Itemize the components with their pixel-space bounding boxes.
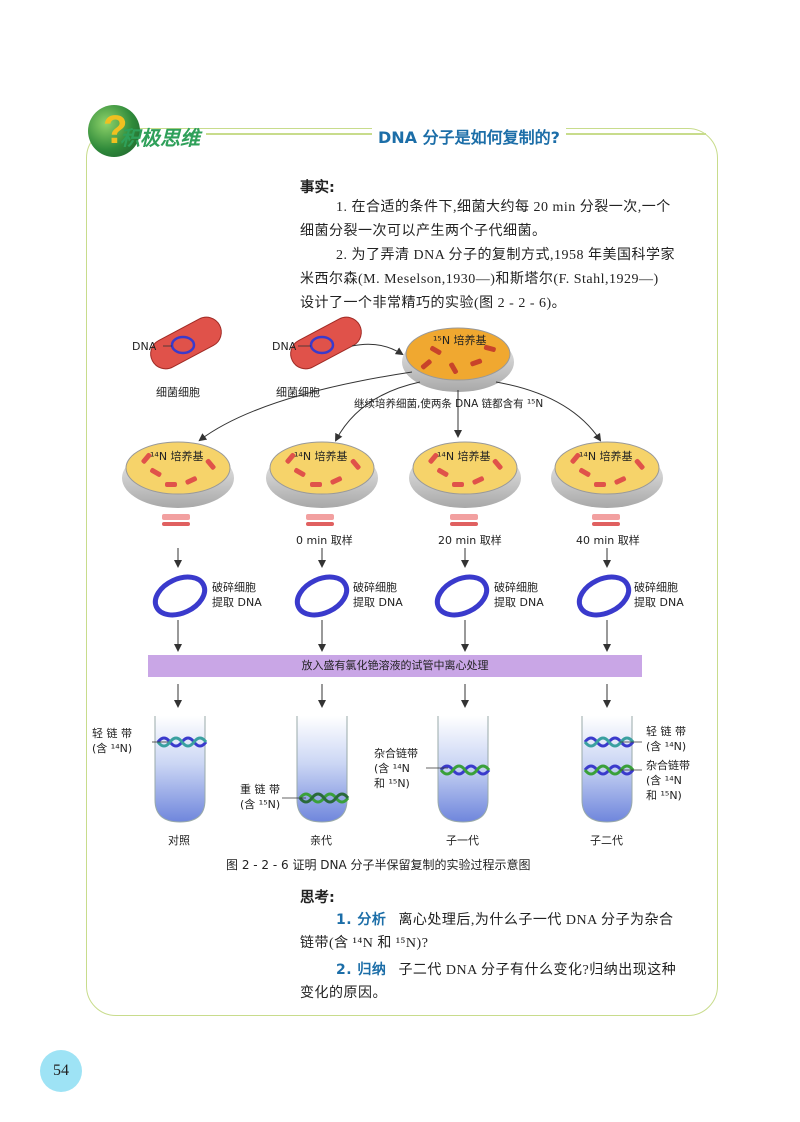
light-band-label-gen2: 轻 链 带(含 ¹⁴N) — [646, 725, 687, 753]
cell-label-1: 细菌细胞 — [156, 386, 200, 399]
fact-1-line-1: 1. 在合适的条件下,细菌大约每 20 min 分裂一次,一个 — [336, 200, 671, 215]
culture-dish-1 — [122, 441, 234, 508]
question-badge-icon — [88, 105, 140, 157]
test-tube-parent — [296, 716, 350, 823]
think-q2-tag: 2. 归纳 — [336, 962, 387, 978]
fact-1-line-2: 细菌分裂一次可以产生两个子代细菌。 — [300, 224, 547, 239]
dna-ring-2 — [294, 574, 350, 618]
think-q2: 2. 归纳 子二代 DNA 分子有什么变化?归纳出现这种 — [336, 962, 677, 978]
dish-label-1: ¹⁴N 培养基 — [150, 450, 204, 463]
extract-label-2: 破碎细胞提取 DNA — [353, 581, 403, 609]
dna-label-2: DNA — [272, 340, 297, 353]
facts-heading: 事实: — [300, 180, 335, 196]
culture-dish-4 — [551, 441, 663, 508]
fact-2-line-2: 米西尔森(M. Meselson,1930—)和斯塔尔(F. Stahl,192… — [300, 272, 659, 287]
question-mark-icon: ? — [103, 108, 128, 152]
think-heading: 思考: — [300, 890, 335, 906]
cell-label-2: 细菌细胞 — [276, 386, 320, 399]
light-band-label: 轻 链 带(含 ¹⁴N) — [92, 727, 133, 755]
tube-label-control: 对照 — [168, 834, 190, 847]
fact-2-line-1: 2. 为了弄清 DNA 分子的复制方式,1958 年美国科学家 — [336, 248, 676, 263]
sample-label-0: 0 min 取样 — [296, 534, 353, 547]
figure-caption: 图 2 - 2 - 6 证明 DNA 分子半保留复制的实验过程示意图 — [226, 858, 531, 872]
top-dish-label: ¹⁵N 培养基 — [433, 334, 487, 347]
test-tube-control — [154, 716, 208, 823]
extract-label-4: 破碎细胞提取 DNA — [634, 581, 684, 609]
think-q2-line-2: 变化的原因。 — [300, 986, 387, 1001]
think-q1-line-2: 链带(含 ¹⁴N 和 ¹⁵N)? — [300, 936, 429, 951]
tube-label-gen1: 子一代 — [446, 834, 479, 847]
dna-ring-4 — [576, 574, 632, 618]
sample-label-20: 20 min 取样 — [438, 534, 502, 547]
bacterium-cell-1 — [150, 316, 222, 370]
tube-label-gen2: 子二代 — [590, 834, 623, 847]
test-tube-gen2 — [581, 716, 635, 823]
extract-label-3: 破碎细胞提取 DNA — [494, 581, 544, 609]
culture-dish-3 — [409, 441, 521, 508]
dish-label-3: ¹⁴N 培养基 — [437, 450, 491, 463]
bacterium-cell-2 — [290, 316, 362, 370]
section-question: DNA 分子是如何复制的? — [372, 124, 566, 148]
centrifuge-band: 放入盛有氯化铯溶液的试管中离心处理 — [148, 655, 642, 677]
think-q1: 1. 分析 离心处理后,为什么子一代 DNA 分子为杂合 — [336, 912, 674, 928]
sample-label-40: 40 min 取样 — [576, 534, 640, 547]
section-title: 积极思维 — [120, 126, 200, 150]
think-q1-tag: 1. 分析 — [336, 912, 387, 928]
dish-label-4: ¹⁴N 培养基 — [579, 450, 633, 463]
culture-dish-2 — [266, 441, 378, 508]
test-tube-gen1 — [437, 716, 491, 823]
continue-label: 继续培养细菌,使两条 DNA 链都含有 ¹⁵N — [354, 398, 544, 410]
tube-label-parent: 亲代 — [310, 834, 332, 847]
dna-ring-1 — [152, 574, 208, 618]
extract-label-1: 破碎细胞提取 DNA — [212, 581, 262, 609]
dna-label-1: DNA — [132, 340, 157, 353]
sample-bars — [162, 514, 620, 526]
page-number: 54 — [40, 1050, 82, 1092]
dish-label-2: ¹⁴N 培养基 — [294, 450, 348, 463]
dna-ring-3 — [434, 574, 490, 618]
fact-2-line-3: 设计了一个非常精巧的实验(图 2 - 2 - 6)。 — [300, 296, 567, 311]
heavy-band-label: 重 链 带(含 ¹⁵N) — [240, 783, 281, 811]
top-culture-dish — [402, 327, 514, 392]
